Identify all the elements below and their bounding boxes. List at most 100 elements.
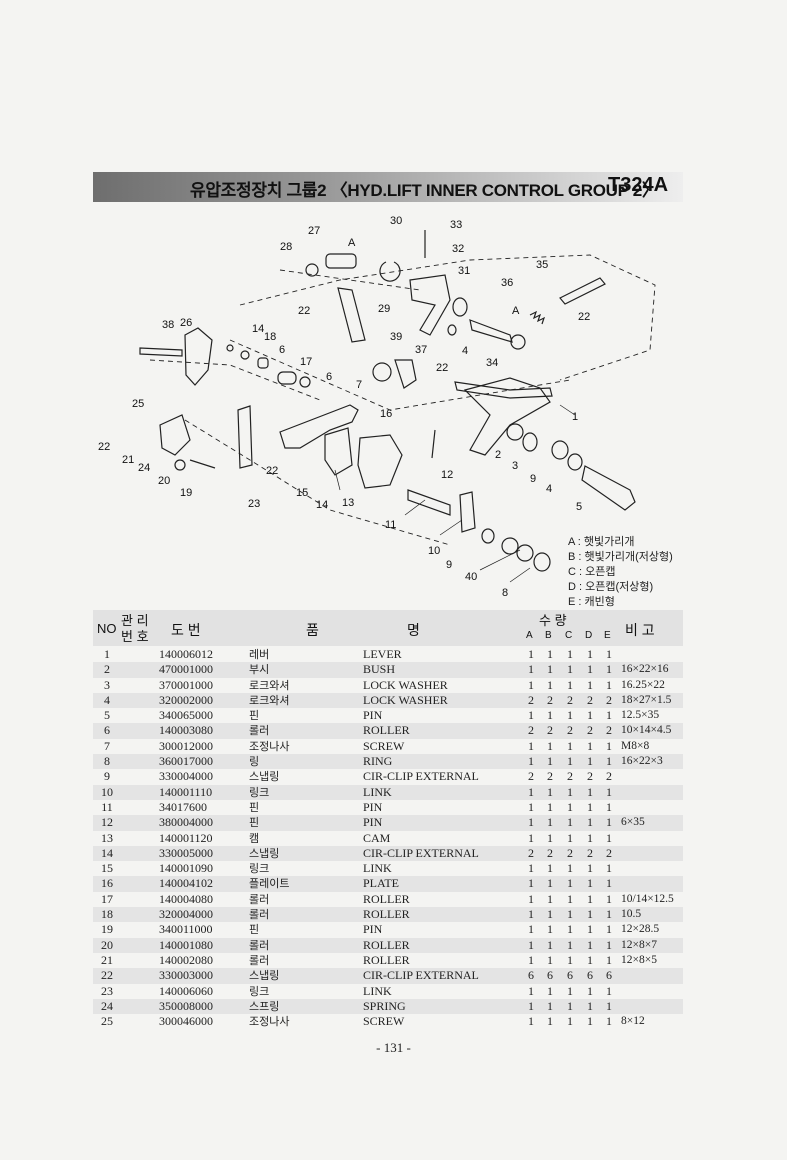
qty-cell: 2: [606, 723, 612, 738]
drawing-number: 330004000: [159, 769, 213, 784]
qty-cell: 1: [528, 861, 534, 876]
row-number: 3: [104, 677, 110, 692]
qty-cell: 1: [567, 784, 573, 799]
drawing-number: 140004102: [159, 876, 213, 891]
qty-cell: 1: [567, 891, 573, 906]
korean-name: 링크: [249, 984, 270, 998]
qty-cell: 1: [606, 754, 612, 769]
header-col-b: B: [545, 630, 552, 641]
qty-cell: 1: [606, 1014, 612, 1029]
korean-name: 핀: [249, 709, 260, 723]
qty-cell: 1: [528, 983, 534, 998]
korean-name: 스냅링: [249, 846, 280, 860]
drawing-number: 330003000: [159, 968, 213, 983]
qty-cell: 2: [587, 769, 593, 784]
qty-cell: 2: [547, 769, 553, 784]
korean-name: 로크와셔: [249, 693, 290, 707]
callout-2: 2: [495, 449, 501, 461]
korean-name: 로크와셔: [249, 678, 290, 692]
remark-cell: 12×8×5: [621, 953, 657, 966]
remark-cell: 12.5×35: [621, 709, 660, 722]
remark-cell: 8×12: [621, 1015, 645, 1028]
bracket-part: [409, 274, 451, 336]
callout-1: 1: [572, 411, 578, 423]
qty-cell: 1: [606, 952, 612, 967]
qty-cell: 1: [567, 708, 573, 723]
header-col-e: E: [604, 630, 611, 641]
remark-cell: 10.5: [621, 908, 642, 921]
english-name: PIN: [363, 922, 383, 937]
header-mgmt-top: 관 리: [121, 613, 149, 628]
callout-9-a: 9: [530, 473, 536, 485]
qty-cell: 6: [567, 968, 573, 983]
qty-cell: 1: [606, 647, 612, 661]
remark-cell: 10/14×12.5: [621, 892, 674, 905]
qty-cell: 1: [587, 677, 593, 692]
drawing-number: 140003080: [159, 723, 213, 738]
qty-cell: 1: [567, 907, 573, 922]
qty-cell: 1: [587, 891, 593, 906]
qty-cell: 1: [547, 1014, 553, 1029]
callout-22-e: 22: [266, 465, 278, 477]
qty-cell: 2: [528, 692, 534, 707]
english-name: CAM: [363, 830, 391, 845]
header-qty: 수 량: [539, 613, 567, 628]
qty-cell: 1: [528, 922, 534, 937]
callout-30: 30: [390, 215, 402, 227]
remark-cell: 16×22×3: [621, 755, 663, 768]
qty-cell: 1: [547, 861, 553, 876]
qty-cell: 1: [547, 907, 553, 922]
english-name: CIR-CLIP EXTERNAL: [363, 968, 479, 983]
callout-22-d: 22: [98, 441, 110, 453]
qty-cell: 1: [587, 861, 593, 876]
legend: A : 햇빛가리개 B : 햇빛가리개(저상형) C : 오픈캡 D : 오픈캡…: [568, 535, 673, 610]
qty-cell: 1: [587, 708, 593, 723]
qty-cell: 1: [528, 708, 534, 723]
qty-cell: 1: [567, 952, 573, 967]
drawing-number: 140001110: [159, 784, 213, 799]
plate-part: [279, 404, 359, 449]
qty-cell: 2: [567, 723, 573, 738]
row-number: 5: [104, 708, 110, 723]
qty-cell: 1: [587, 799, 593, 814]
row-number: 21: [101, 952, 113, 967]
qty-cell: 1: [528, 907, 534, 922]
qty-cell: 1: [528, 738, 534, 753]
remark-cell: 16.25×22: [621, 678, 665, 691]
qty-cell: 1: [567, 998, 573, 1013]
qty-cell: 1: [547, 876, 553, 891]
korean-name: 레버: [249, 648, 270, 661]
qty-cell: 1: [606, 815, 612, 830]
qty-cell: 1: [528, 799, 534, 814]
qty-cell: 1: [606, 922, 612, 937]
english-name: LINK: [363, 784, 392, 799]
remark-cell: 12×28.5: [621, 923, 660, 936]
qty-cell: 1: [528, 662, 534, 677]
qty-cell: 1: [567, 754, 573, 769]
row-number: 6: [104, 723, 110, 738]
remark-cell: 10×14×4.5: [621, 724, 672, 737]
callout-24: 24: [138, 462, 150, 474]
english-name: PIN: [363, 815, 383, 830]
drawing-number: 300012000: [159, 738, 213, 753]
drawing-number: 380004000: [159, 815, 213, 830]
english-name: SPRING: [363, 998, 406, 1013]
qty-cell: 1: [606, 998, 612, 1013]
qty-cell: 1: [587, 937, 593, 952]
callout-10: 10: [428, 545, 440, 557]
qty-cell: 6: [547, 968, 553, 983]
qty-cell: 1: [547, 784, 553, 799]
row-number: 12: [101, 815, 113, 830]
english-name: SCREW: [363, 1014, 405, 1029]
qty-cell: 1: [606, 937, 612, 952]
qty-cell: 1: [587, 754, 593, 769]
callout-37: 37: [415, 344, 427, 356]
callout-3: 3: [512, 460, 518, 472]
